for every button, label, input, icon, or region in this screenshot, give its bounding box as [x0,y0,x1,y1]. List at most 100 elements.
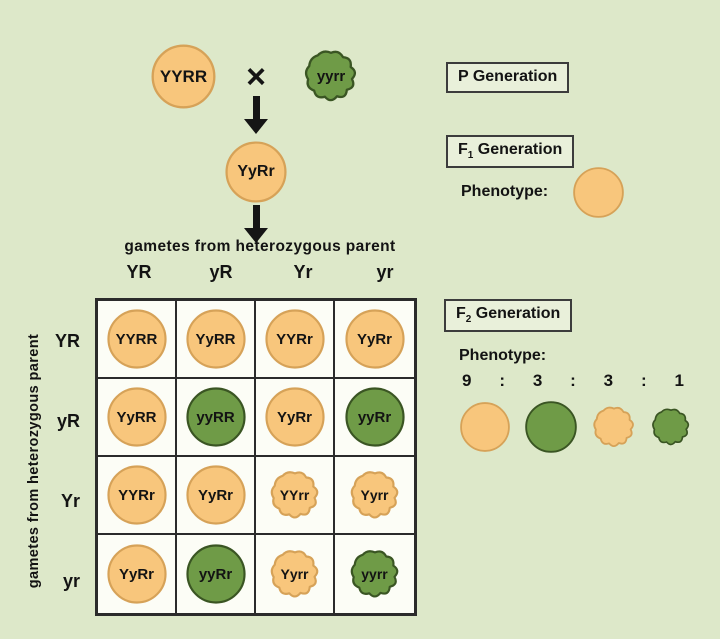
green-wrinkled-pea-shape [650,406,692,448]
punnett-col-headers: YR yR Yr yr [98,258,426,286]
f1-generation-box: F1 Generation [446,135,575,169]
f1-hybrid-pea: YyRr [224,140,288,204]
arrow-shaft [252,96,260,119]
arrow-head [244,119,268,134]
punnett-cell-YYRr: YYRr [256,301,335,379]
col-header-Yr: Yr [293,261,313,282]
yellow-round-pea-shape: YYRr [264,308,326,370]
arrow-shaft [252,205,260,228]
genotype-label: YYRR [159,66,208,86]
ratio-value: 3 [532,371,543,390]
punnett-cell-YyRR: YyRR [98,379,177,457]
f1-label-sub: 1 [467,150,474,162]
col-header-yr: yr [376,261,394,282]
yellow-round-pea-shape: YyRr [264,386,326,448]
yellow-wrinkled-pea-shape: YYrr [268,468,322,522]
green-round-pea-shape [524,400,578,454]
yellow-wrinkled-pea-shape: Yyrr [268,547,322,601]
yellow-round-pea-shape: YYRR [150,43,217,110]
yellow-round-pea-shape: YyRr [344,308,406,370]
genotype-label: Yyrr [280,566,309,582]
punnett-cell-YYRR: YYRR [98,301,177,379]
top-axis-label: gametes from heterozygous parent [124,238,396,255]
p-generation-label: P Generation [458,68,558,85]
genotype-label: YYRR [115,330,158,348]
yellow-round-pea-shape: YyRR [106,386,168,448]
yellow-wrinkled-pea-shape [591,404,637,450]
yellow-wrinkled-pea [591,404,637,450]
green-wrinkled-pea-shape: yyrr [302,47,360,105]
green-wrinkled-pea-shape: yyrr [348,547,402,601]
punnett-cell-YyRR: YyRR [177,301,256,379]
f2-phenotype-peas [459,398,692,456]
ratio-value: 1 [674,371,684,390]
yellow-round-pea-shape: YYRR [106,308,168,370]
punnett-cell-Yyrr: Yyrr [256,535,335,613]
f1-phenotype-pea [572,166,625,219]
parent2-pea: yyrr [302,47,360,105]
ratio-colon: : [499,371,505,390]
genotype-label: YyRr [237,163,275,180]
genotype-label: YyRr [356,330,393,348]
genotype-label: yyRr [357,408,392,426]
f2-label-sub: 2 [465,314,472,326]
ratio-value: 3 [603,371,614,390]
punnett-cell-YYRr: YYRr [98,457,177,535]
col-header-yR: yR [209,261,233,282]
row-header-yr: yr [62,570,80,591]
f1-label-rest: Generation [473,141,563,158]
punnett-cell-YyRr: YyRr [256,379,335,457]
yellow-round-pea-shape: YyRr [106,543,168,605]
genotype-label: yyRR [196,408,235,426]
punnett-cell-Yyrr: Yyrr [335,457,414,535]
f2-generation-box: F2 Generation [444,299,573,333]
f1-phenotype-label: Phenotype: [461,183,549,200]
p-generation-box: P Generation [446,62,570,93]
yellow-round-pea-shape: YyRR [185,308,247,370]
genotype-label: YyRr [197,486,234,504]
green-round-pea-shape: yyRr [185,543,247,605]
parent1-pea: YYRR [150,43,217,110]
genotype-label: yyRr [198,565,233,583]
yellow-round-pea-shape: YYRr [106,464,168,526]
f1-label-f: F [458,141,468,158]
yellow-round-pea-shape: YyRr [185,464,247,526]
genotype-label: YyRr [118,565,155,583]
row-header-yR: yR [56,410,80,431]
green-wrinkled-pea [650,406,692,448]
f2-ratio: 9:3:3:1 [462,371,684,391]
yellow-round-pea [459,401,511,453]
row-header-YR: YR [54,330,80,351]
genotype-label: YyRR [116,408,157,426]
yellow-round-pea-shape [572,166,625,219]
punnett-cell-yyRr: yyRr [177,535,256,613]
left-axis-label: gametes from heterozygous parent [26,333,42,589]
f2-label-rest: Generation [471,305,561,322]
genotype-label: YyRr [276,408,313,426]
arrow-head [244,228,268,243]
punnett-cell-YyRr: YyRr [335,301,414,379]
col-header-YR: YR [126,261,152,282]
down-arrow-icon-2 [244,205,268,243]
green-round-pea-shape: yyRR [185,386,247,448]
f2-phenotype-label: Phenotype: [459,347,547,364]
punnett-cell-YyRr: YyRr [98,535,177,613]
ratio-colon: : [640,371,647,390]
punnett-cell-yyRR: yyRR [177,379,256,457]
genotype-label: yyrr [316,67,346,85]
yellow-wrinkled-pea-shape: Yyrr [348,468,402,522]
punnett-cell-yyrr: yyrr [335,535,414,613]
green-round-pea [524,400,578,454]
punnett-cell-yyRr: yyRr [335,379,414,457]
cross-symbol: × [246,57,266,96]
genotype-label: YYRr [118,486,155,504]
genotype-label: yyrr [361,566,388,582]
ratio-value: 9 [462,371,472,390]
green-round-pea-shape: yyRr [344,386,406,448]
yellow-round-pea-shape [459,401,511,453]
yellow-round-pea-shape: YyRr [224,140,288,204]
genotype-label: Yyrr [360,487,389,503]
